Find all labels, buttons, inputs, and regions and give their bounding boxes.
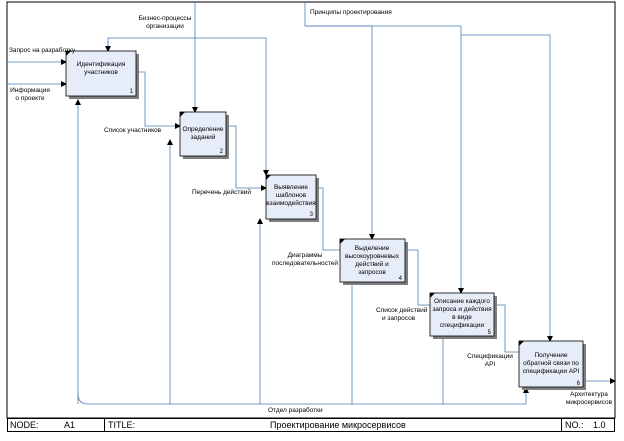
label-actions-requests-2: и запросов xyxy=(382,315,416,322)
box-identification-line-2: участников xyxy=(84,69,118,76)
arrow-actions-list xyxy=(226,125,267,191)
box-feedback-line-3: спецификации API xyxy=(523,368,580,375)
box-feedback-line-1: Получение xyxy=(534,352,567,359)
box-spec-number: 5 xyxy=(488,330,492,336)
label-dev-department: Отдел разработки xyxy=(268,406,323,414)
box-patterns-line-2: шаблонов xyxy=(276,191,307,199)
box-feedback: Получение обратной связи по спецификации… xyxy=(518,340,586,390)
box-highlevel-line-1: Выделение xyxy=(355,245,390,252)
title-block: NODE: A1 TITLE: Проектирование микросерв… xyxy=(7,418,615,432)
box-patterns-number: 3 xyxy=(310,212,314,218)
arrow-principles-to-box6 xyxy=(461,34,553,342)
number-label: NO.: xyxy=(565,420,584,430)
box-highlevel: Выделение высокоуровневых действий и зап… xyxy=(339,238,408,285)
box-highlevel-number: 4 xyxy=(399,276,403,282)
label-api-specs-1: Спецификации xyxy=(467,353,513,360)
box-highlevel-line-4: запросов xyxy=(358,269,386,276)
label-business-processes-2: организации xyxy=(146,23,184,30)
box-patterns-line-1: Выявление xyxy=(274,184,308,191)
arrow-mech-corner xyxy=(77,393,89,405)
box-highlevel-line-3: действий и xyxy=(355,260,389,268)
box-patterns-line-3: взаимодействия xyxy=(266,199,316,207)
label-dev-request: Запрос на разработку xyxy=(9,46,76,54)
box-highlevel-line-2: высокоуровневых xyxy=(345,253,400,260)
title-label: TITLE: xyxy=(108,420,136,430)
label-participants-list: Список участников xyxy=(104,127,162,134)
box-tasks-line-1: Определение xyxy=(182,126,223,133)
box-tasks-number: 2 xyxy=(220,149,224,155)
box-identification-number: 1 xyxy=(130,89,134,95)
box-feedback-line-2: обратной связи по xyxy=(523,359,579,367)
box-tasks-line-2: заданий xyxy=(191,133,216,141)
title-value: Проектирование микросервисов xyxy=(270,420,406,430)
box-spec-line-1: Описание каждого xyxy=(434,298,490,305)
node-value: A1 xyxy=(64,420,76,430)
footer-divider-1 xyxy=(104,419,105,431)
label-project-info-2: о проекте xyxy=(15,95,45,102)
box-tasks: Определение заданий 2 xyxy=(179,111,229,159)
box-identification-line-1: Идентификация xyxy=(77,61,126,68)
arrow-principles-to-box5 xyxy=(305,25,464,294)
label-business-processes-1: Бизнес-процессы xyxy=(139,15,192,22)
label-architecture-1: Архитектура xyxy=(570,391,608,398)
box-spec: Описание каждого запроса и действия в ви… xyxy=(429,292,497,339)
arrow-business-to-box3 xyxy=(195,37,269,176)
box-feedback-number: 6 xyxy=(577,381,581,387)
box-spec-line-3: в виде xyxy=(452,314,472,321)
box-identification: Идентификация участников 1 xyxy=(65,50,139,99)
label-design-principles: Принципы проектирования xyxy=(310,9,392,16)
label-architecture-2: микросервисов xyxy=(566,399,613,406)
label-project-info-1: Информация xyxy=(10,87,50,94)
number-value: 1.0 xyxy=(593,420,606,430)
label-api-specs-2: API xyxy=(485,361,496,368)
label-sequence-diagrams-2: последовательностей xyxy=(272,259,338,267)
node-label: NODE: xyxy=(10,420,39,430)
box-patterns: Выявление шаблонов взаимодействия 3 xyxy=(265,174,319,222)
box-spec-line-2: запроса и действия xyxy=(432,305,492,313)
label-actions-requests-1: Список действий xyxy=(376,306,428,314)
footer-divider-2 xyxy=(561,419,562,431)
arrow-sequence-diagrams xyxy=(316,187,356,253)
arrow-participants-list xyxy=(137,71,181,129)
arrow-business-to-box1 xyxy=(105,37,195,52)
label-actions-list: Перечень действий xyxy=(192,188,251,196)
label-sequence-diagrams-1: Диаграммы xyxy=(288,252,323,259)
box-spec-line-4: спецификации xyxy=(440,322,485,329)
